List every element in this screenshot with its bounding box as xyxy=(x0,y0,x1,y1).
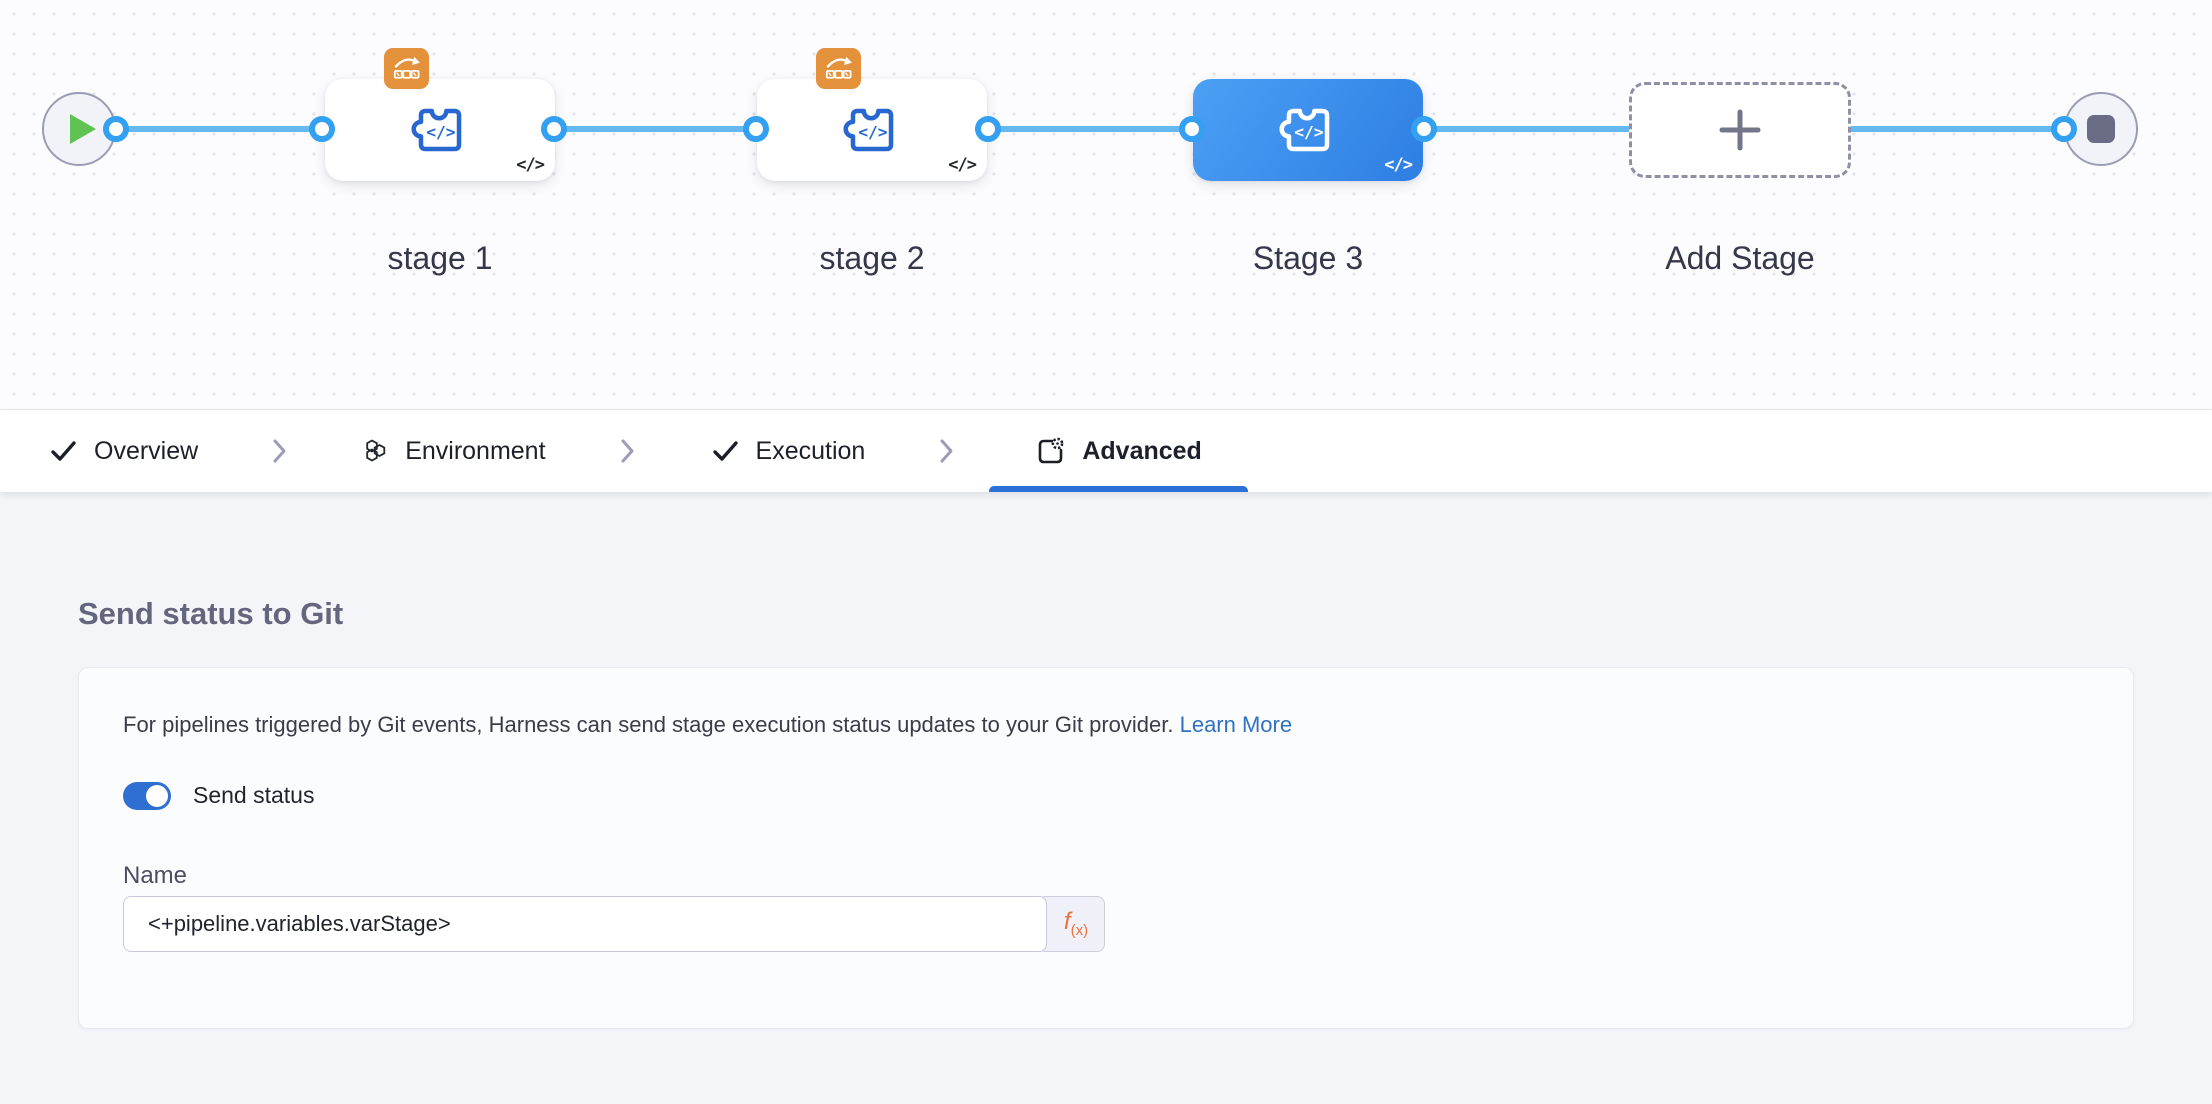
stage-label: stage 1 xyxy=(290,240,590,277)
check-icon xyxy=(710,436,740,466)
pipeline-canvas[interactable]: </> </> </> </> </> </> xyxy=(0,0,2212,410)
send-status-toggle-row: Send status xyxy=(123,782,2089,810)
plus-icon xyxy=(1717,107,1763,153)
port-stage3-in[interactable] xyxy=(1179,116,1205,142)
custom-stage-puzzle-icon: </> xyxy=(1279,101,1337,159)
code-marker: </> xyxy=(948,155,976,175)
code-marker: </> xyxy=(516,155,544,175)
port-stage1-in[interactable] xyxy=(309,116,335,142)
send-status-toggle[interactable] xyxy=(123,782,171,810)
tab-label: Environment xyxy=(405,437,545,466)
looping-strategy-badge-icon[interactable] xyxy=(384,48,429,89)
learn-more-link[interactable]: Learn More xyxy=(1180,712,1293,737)
chevron-right-icon xyxy=(620,437,636,465)
send-status-card: For pipelines triggered by Git events, H… xyxy=(78,667,2134,1029)
code-marker: </> xyxy=(1384,155,1412,175)
description-text: For pipelines triggered by Git events, H… xyxy=(123,711,2089,740)
toggle-knob xyxy=(146,785,168,807)
name-input[interactable] xyxy=(123,896,1047,952)
hexagons-icon xyxy=(362,438,389,465)
looping-arrow-boxes-icon xyxy=(390,54,423,84)
tab-advanced[interactable]: Advanced xyxy=(989,410,1247,492)
stage-label: stage 2 xyxy=(722,240,1022,277)
svg-text:</>: </> xyxy=(1294,122,1324,141)
stage-label: Stage 3 xyxy=(1158,240,1458,277)
name-field-label: Name xyxy=(123,862,2089,890)
expression-fx-button[interactable]: f(x) xyxy=(1037,896,1105,952)
custom-stage-puzzle-icon: </> xyxy=(843,101,901,159)
fx-label: f(x) xyxy=(1064,908,1088,939)
chevron-right-icon xyxy=(272,437,288,465)
stage-node-stage-3-selected[interactable]: </> </> xyxy=(1193,79,1423,181)
port-end-in[interactable] xyxy=(2051,116,2077,142)
tab-overview[interactable]: Overview xyxy=(8,410,238,492)
port-stage3-out[interactable] xyxy=(1411,116,1437,142)
tab-execution[interactable]: Execution xyxy=(670,410,906,492)
toggle-label: Send status xyxy=(193,782,314,809)
advanced-tab-panel: Send status to Git For pipelines trigger… xyxy=(0,596,2212,1029)
tab-label: Execution xyxy=(756,437,866,466)
name-input-group: f(x) xyxy=(123,896,1105,952)
description-sentence: For pipelines triggered by Git events, H… xyxy=(123,712,1173,737)
section-title: Send status to Git xyxy=(78,596,2134,632)
svg-text:</>: </> xyxy=(858,122,888,141)
looping-arrow-boxes-icon xyxy=(822,54,855,84)
port-start-out[interactable] xyxy=(103,116,129,142)
svg-text:</>: </> xyxy=(426,122,456,141)
add-stage-label: Add Stage xyxy=(1590,240,1890,277)
tab-label: Overview xyxy=(94,437,198,466)
tab-environment[interactable]: Environment xyxy=(322,410,585,492)
port-stage1-out[interactable] xyxy=(541,116,567,142)
port-stage2-out[interactable] xyxy=(975,116,1001,142)
chevron-right-icon xyxy=(939,437,955,465)
advanced-settings-icon xyxy=(1035,436,1066,467)
check-icon xyxy=(48,436,78,466)
looping-strategy-badge-icon[interactable] xyxy=(816,48,861,89)
stop-icon xyxy=(2087,115,2115,143)
stage-node-stage-1[interactable]: </> </> xyxy=(325,79,555,181)
tab-label: Advanced xyxy=(1082,437,1201,466)
stage-node-stage-2[interactable]: </> </> xyxy=(757,79,987,181)
port-stage2-in[interactable] xyxy=(743,116,769,142)
add-stage-button[interactable] xyxy=(1629,82,1851,178)
custom-stage-puzzle-icon: </> xyxy=(411,101,469,159)
stage-config-tabbar: Overview Environment Execution Advanced xyxy=(0,410,2212,492)
play-icon xyxy=(70,114,96,144)
